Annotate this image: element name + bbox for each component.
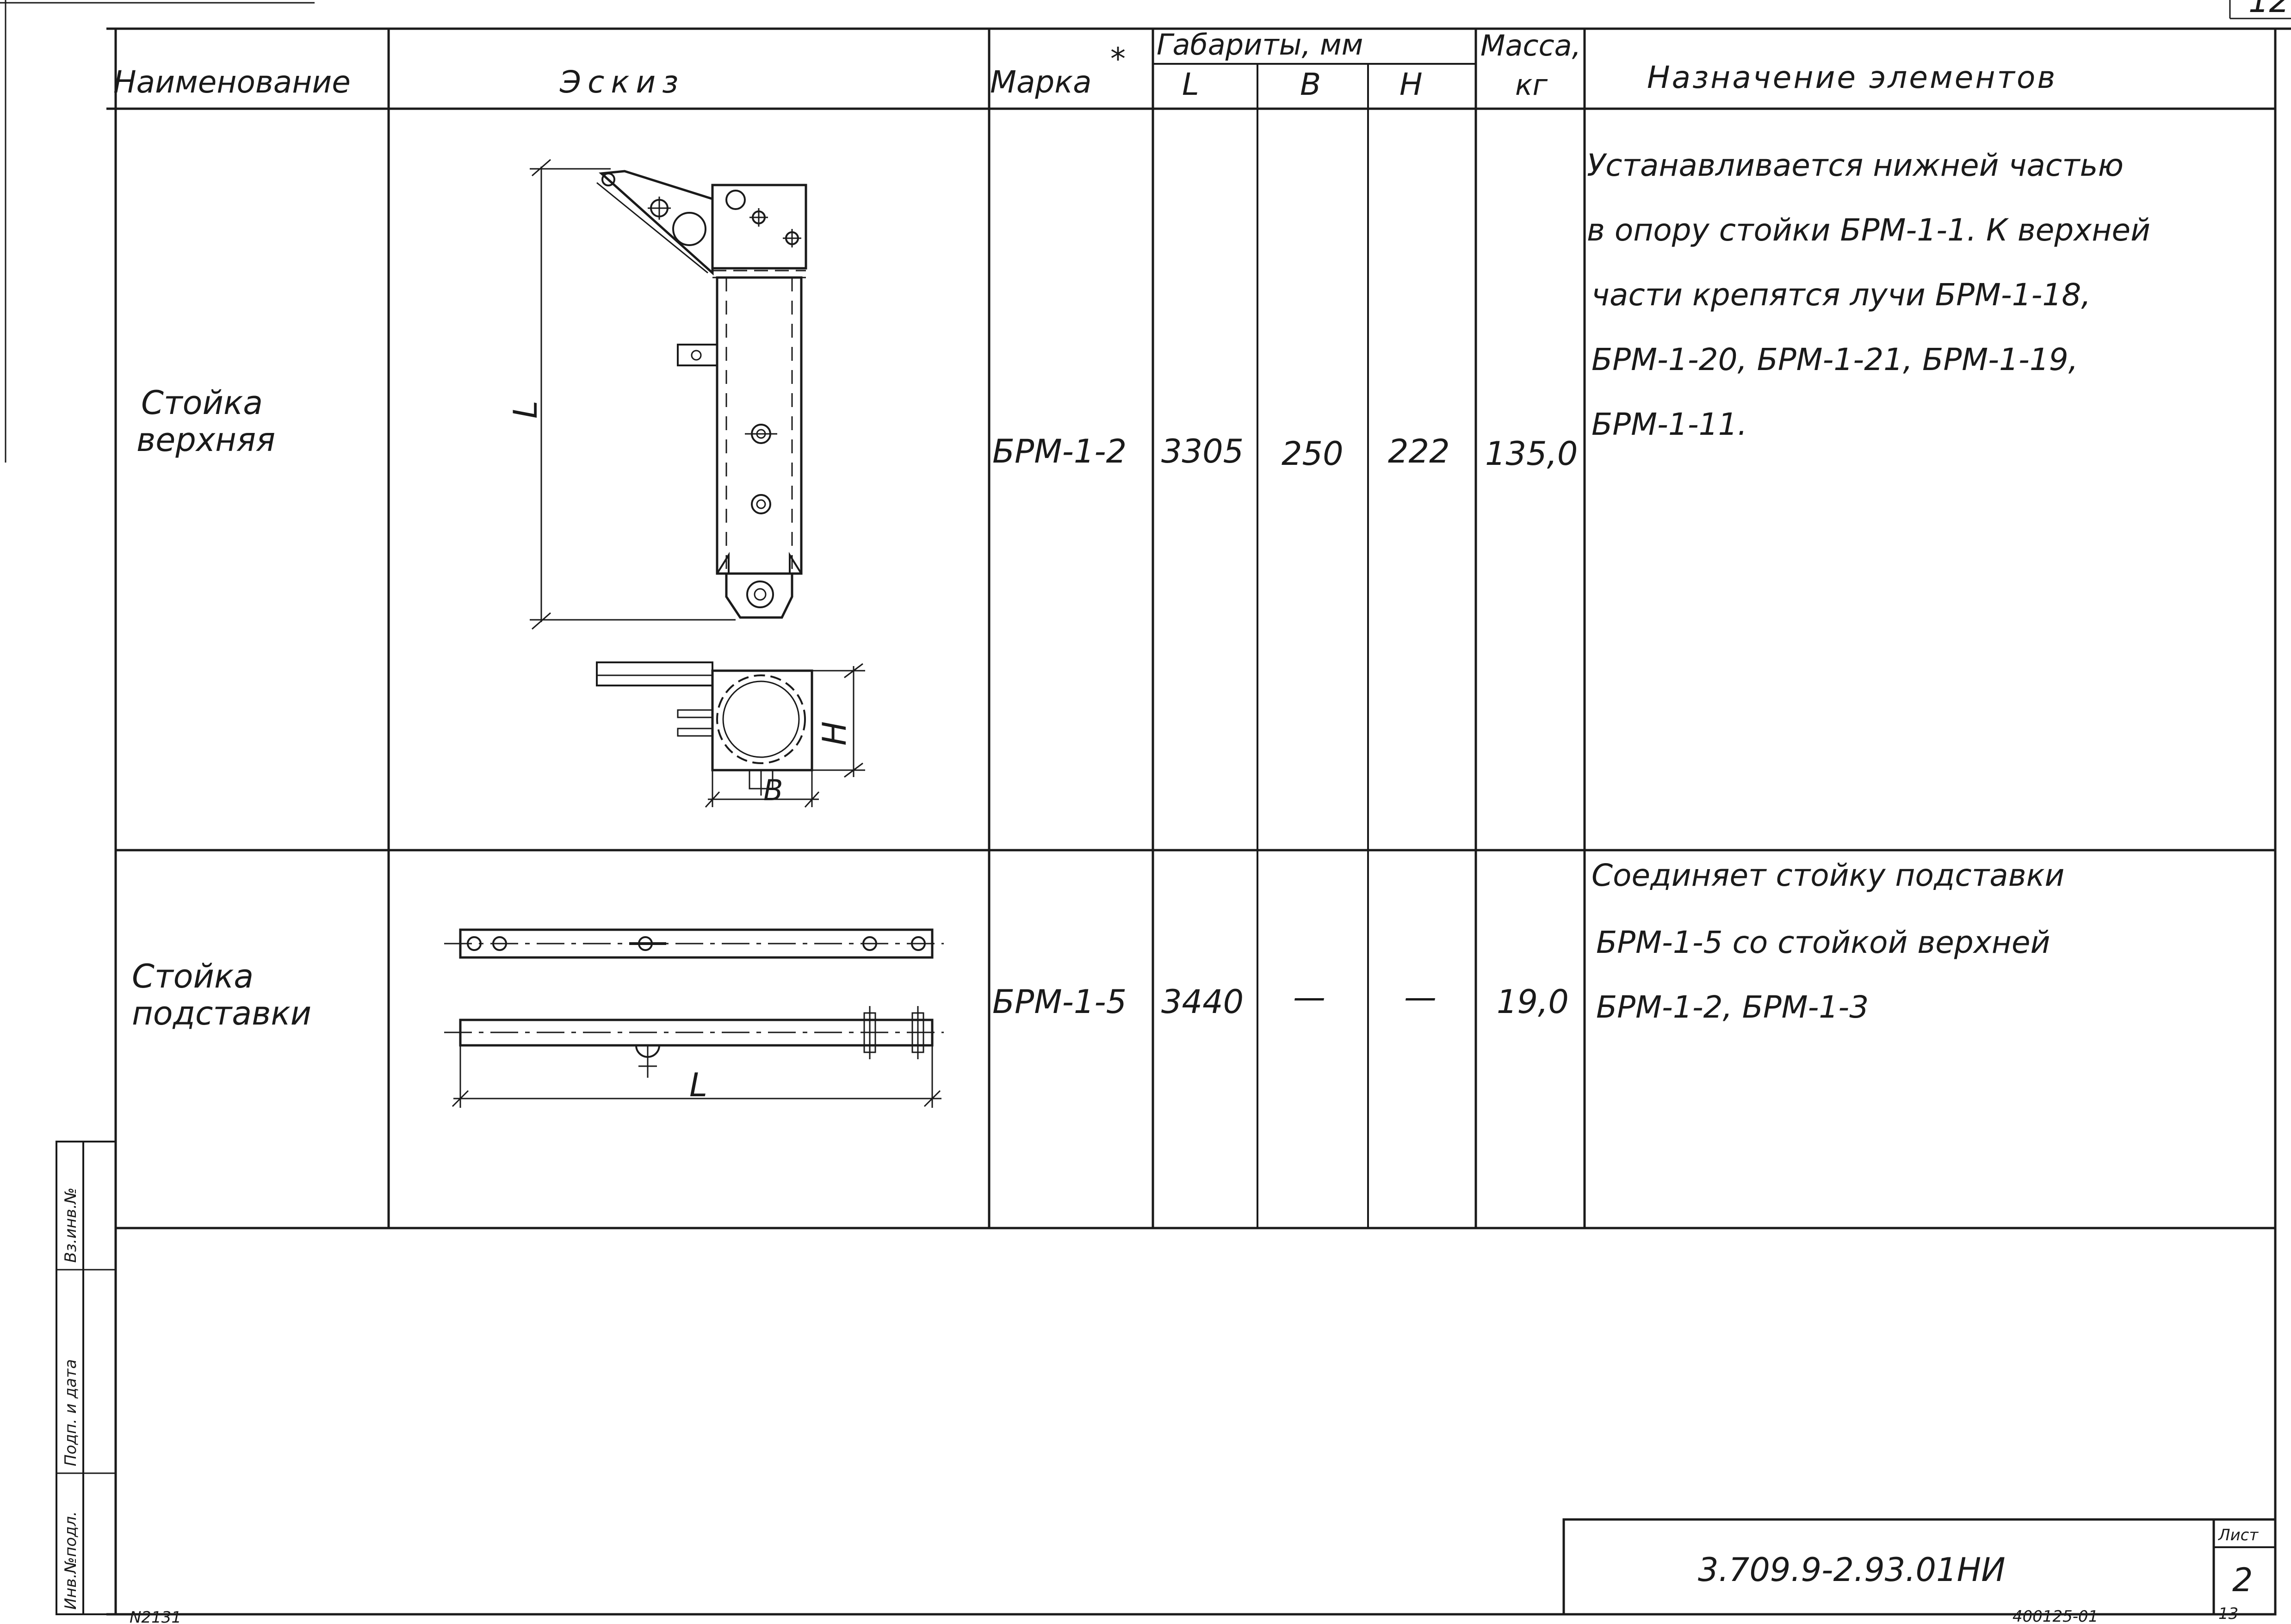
sheet-number: 2 bbox=[2232, 1561, 2253, 1599]
row1-height: 222 bbox=[1388, 432, 1450, 470]
row2-purpose-line3: БРМ-1-2, БРМ-1-3 bbox=[1596, 989, 1869, 1025]
row1-purpose-line3: части крепятся лучи БРМ-1-18, bbox=[1591, 277, 2091, 313]
title-block: 3.709.9-2.93.01НИ Лист 2 bbox=[1562, 1518, 2277, 1616]
upper-post-length-label: L bbox=[507, 401, 545, 419]
corner-page-number: 12 bbox=[2248, 0, 2290, 20]
row2-name-line1: Стойка bbox=[132, 957, 254, 995]
row2-height: — bbox=[1404, 978, 1437, 1016]
side-stamp: Инв.№подл. Подп. и дата Вз.инв.№ bbox=[56, 1141, 117, 1615]
row1-name-line1: Стойка bbox=[141, 384, 263, 422]
table-row: Стойка верхняя БРМ-1-2 3305 250 222 135,… bbox=[136, 148, 2150, 808]
side-stamp-signature-date: Подп. и дата bbox=[62, 1359, 80, 1466]
upper-post-width-label: B bbox=[763, 773, 783, 807]
row2-name-line2: подставки bbox=[132, 994, 311, 1032]
row2-length: 3440 bbox=[1161, 983, 1244, 1021]
row2-mass: 19,0 bbox=[1497, 983, 1569, 1021]
corner-archive-code: 400125-01 bbox=[2012, 1607, 2098, 1624]
row2-width: — bbox=[1293, 978, 1325, 1016]
corner-archive-number: N2131 bbox=[130, 1608, 181, 1624]
header-mass: Масса, bbox=[1480, 29, 1581, 62]
header-dim-b: B bbox=[1300, 67, 1321, 102]
row1-name-line2: верхняя bbox=[136, 421, 275, 459]
row2-purpose-line2: БРМ-1-5 со стойкой верхней bbox=[1596, 925, 2050, 960]
header-mark: Марка bbox=[990, 64, 1092, 100]
table-row: Стойка подставки БРМ-1-5 3440 — — 19,0 С… bbox=[132, 858, 2064, 1108]
row2-mark: БРМ-1-5 bbox=[992, 983, 1127, 1021]
row1-purpose-line4: БРМ-1-20, БРМ-1-21, БРМ-1-19, bbox=[1591, 342, 2078, 377]
row1-width: 250 bbox=[1282, 435, 1344, 473]
sheet-label: Лист bbox=[2217, 1526, 2259, 1544]
header-name: Наименование bbox=[113, 64, 351, 100]
support-post-length-label: L bbox=[689, 1066, 707, 1104]
support-post-sketch: L bbox=[444, 928, 944, 1108]
row2-purpose-line1: Соединяет стойку подставки bbox=[1591, 858, 2064, 893]
header-sketch: Эскиз bbox=[559, 64, 685, 100]
row1-mass: 135,0 bbox=[1485, 435, 1578, 473]
header-mark-asterisk: * bbox=[1110, 41, 1126, 77]
header-dimensions: Габариты, мм bbox=[1157, 28, 1363, 62]
document-code: 3.709.9-2.93.01НИ bbox=[1698, 1551, 2006, 1589]
table-header: Наименование Эскиз Марка * Габариты, мм … bbox=[113, 28, 2057, 102]
side-stamp-inventory-original: Инв.№подл. bbox=[62, 1511, 80, 1610]
header-dim-h: H bbox=[1399, 67, 1423, 102]
table-grid bbox=[106, 27, 2275, 1614]
header-dim-l: L bbox=[1182, 67, 1199, 102]
row1-purpose-line5: БРМ-1-11. bbox=[1591, 407, 1747, 442]
row1-length: 3305 bbox=[1161, 432, 1244, 470]
row1-purpose-line1: Устанавливается нижней частью bbox=[1587, 148, 2124, 183]
upper-post-sketch: L H B bbox=[507, 159, 865, 808]
upper-post-height-label: H bbox=[816, 721, 854, 746]
side-stamp-inventory-duplicate: Вз.инв.№ bbox=[62, 1187, 80, 1263]
header-purpose: Назначение элементов bbox=[1647, 60, 2057, 95]
row1-purpose-line2: в опору стойки БРМ-1-1. К верхней bbox=[1587, 212, 2150, 248]
row1-mark: БРМ-1-2 bbox=[992, 432, 1127, 470]
header-mass-unit: кг bbox=[1515, 68, 1548, 102]
